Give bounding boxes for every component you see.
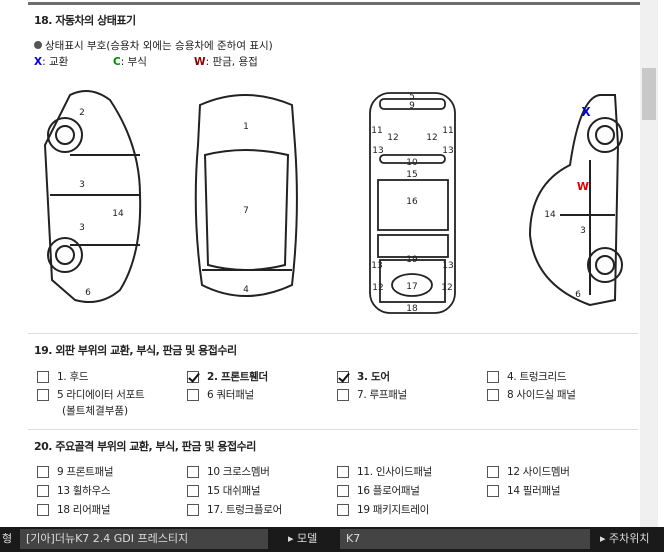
checkbox-front-panel[interactable]: 9 프론트패널 <box>37 464 114 479</box>
svg-text:15: 15 <box>406 170 417 180</box>
svg-text:1: 1 <box>243 122 249 132</box>
checkbox-floor-panel[interactable]: 16 플로어패널 <box>337 483 420 498</box>
svg-text:12: 12 <box>387 133 398 143</box>
parking-location-button[interactable]: ▸ 주차위치 <box>600 532 650 545</box>
svg-text:14: 14 <box>544 210 556 220</box>
checkbox-front-fender[interactable]: 2. 프론트휀더 <box>187 369 268 384</box>
checkbox-side-member[interactable]: 12 사이드멤버 <box>487 464 570 479</box>
checkbox-side-sill[interactable]: 8 사이드실 패널 <box>487 387 576 402</box>
legend: 상태표시 부호(승용차 외에는 승용차에 준하여 표시) <box>34 38 273 53</box>
bolt-note: (볼트체결부품) <box>62 405 129 417</box>
checkbox-trunk-lid[interactable]: 4. 트렁크리드 <box>487 369 567 384</box>
checkbox-roof-panel[interactable]: 7. 루프패널 <box>337 387 407 402</box>
checkbox-package-tray[interactable]: 19 패키지트레이 <box>337 502 429 517</box>
svg-text:13: 13 <box>371 261 382 271</box>
svg-text:19: 19 <box>406 255 418 265</box>
svg-text:W: W <box>577 180 589 193</box>
section-19-title: 19. 외판 부위의 교환, 부식, 판금 및 용접수리 <box>34 344 237 357</box>
legend-corrosion: C: 부식 <box>113 56 147 68</box>
checkbox-radiator-support[interactable]: 5 라디에이터 서포트 <box>37 387 145 402</box>
svg-text:9: 9 <box>409 101 415 111</box>
svg-text:6: 6 <box>85 288 91 298</box>
car-top-view: 1 7 4 <box>194 94 298 297</box>
car-right-side: X W 3 6 14 <box>528 94 623 307</box>
svg-text:3: 3 <box>79 180 85 190</box>
svg-text:13: 13 <box>372 146 383 156</box>
checkbox-hood[interactable]: 1. 후드 <box>37 369 88 384</box>
status-bar: 형 [기아]더뉴K7 2.4 GDI 프레스티지 ▸ 모델 K7 ▸ 주차위치 <box>0 527 664 552</box>
checkbox-rear-panel[interactable]: 18 리어패널 <box>37 502 111 517</box>
svg-text:5: 5 <box>409 92 415 102</box>
section-20-title: 20. 주요골격 부위의 교환, 부식, 판금 및 용접수리 <box>34 440 256 453</box>
checkbox-quarter-panel[interactable]: 6 쿼터패널 <box>187 387 254 402</box>
svg-text:18: 18 <box>406 304 418 314</box>
svg-text:6: 6 <box>575 290 581 300</box>
checkbox-pillar-panel[interactable]: 14 필러패널 <box>487 483 561 498</box>
model-value: K7 <box>340 529 590 549</box>
svg-text:11: 11 <box>371 126 382 136</box>
checkbox-wheel-house[interactable]: 13 휠하우스 <box>37 483 111 498</box>
svg-text:17: 17 <box>406 282 417 292</box>
svg-text:3: 3 <box>580 226 586 236</box>
car-name: [기아]더뉴K7 2.4 GDI 프레스티지 <box>20 529 268 549</box>
checkbox-trunk-floor[interactable]: 17. 트렁크플로어 <box>187 502 282 517</box>
svg-text:13: 13 <box>442 146 453 156</box>
svg-text:16: 16 <box>406 197 418 207</box>
checkbox-inside-panel[interactable]: 11. 인사이드패널 <box>337 464 432 479</box>
car-diagram: 2 3 3 6 14 1 7 4 5 9 11 11 12 12 13 13 1… <box>43 90 623 314</box>
status-left-label: 형 <box>2 532 13 545</box>
svg-text:12: 12 <box>426 133 437 143</box>
svg-text:12: 12 <box>372 283 383 293</box>
section-18-title: 18. 자동차의 상태표기 <box>34 14 136 27</box>
model-label: ▸ 모델 <box>288 532 318 545</box>
svg-text:13: 13 <box>442 261 453 271</box>
svg-text:14: 14 <box>112 209 124 219</box>
bullet-icon <box>34 41 42 49</box>
checkbox-dash-panel[interactable]: 15 대쉬패널 <box>187 483 261 498</box>
svg-text:2: 2 <box>79 108 85 118</box>
divider <box>28 333 638 334</box>
svg-text:4: 4 <box>243 285 249 295</box>
svg-text:7: 7 <box>243 206 249 216</box>
car-left-side: 2 3 3 6 14 <box>43 90 142 303</box>
divider <box>28 429 638 430</box>
checkbox-cross-member[interactable]: 10 크로스멤버 <box>187 464 270 479</box>
svg-text:3: 3 <box>79 223 85 233</box>
legend-exchange: X: 교환 <box>34 56 69 68</box>
legend-text: 상태표시 부호(승용차 외에는 승용차에 준하여 표시) <box>45 40 273 52</box>
top-divider <box>28 2 640 5</box>
svg-text:10: 10 <box>406 158 418 168</box>
vertical-scrollbar[interactable] <box>640 0 658 527</box>
scrollbar-thumb[interactable] <box>642 68 656 120</box>
checkbox-door[interactable]: 3. 도어 <box>337 369 390 384</box>
legend-weld: W: 판금, 용접 <box>194 56 258 68</box>
svg-text:12: 12 <box>441 283 452 293</box>
svg-text:11: 11 <box>442 126 453 136</box>
car-underbody: 5 9 11 11 12 12 13 13 10 15 16 19 13 13 … <box>369 92 456 314</box>
svg-text:X: X <box>581 105 591 119</box>
